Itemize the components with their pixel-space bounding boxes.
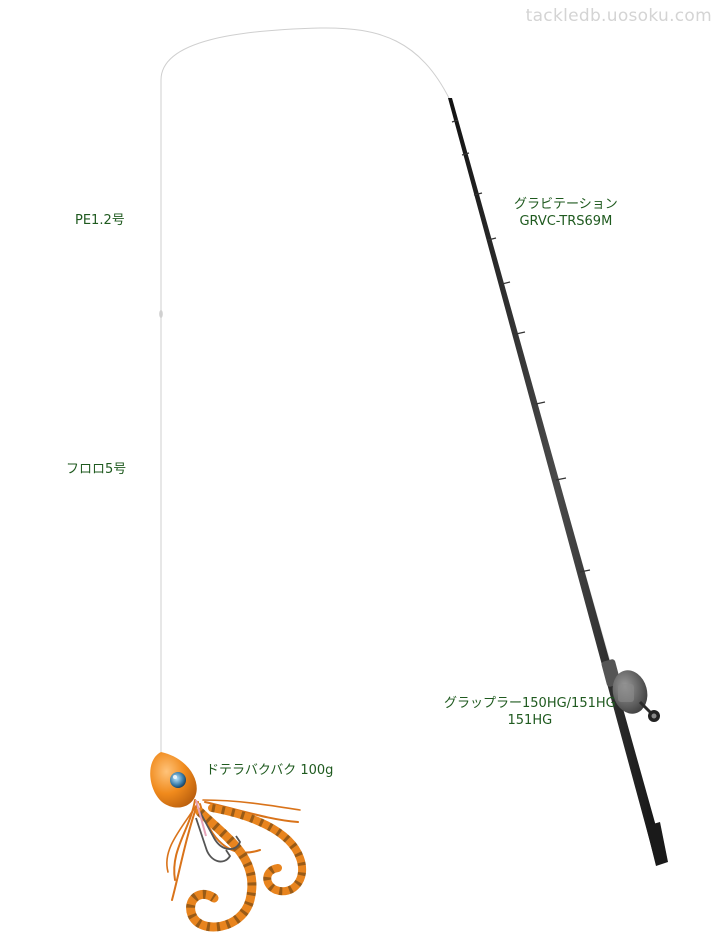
hook-icon [195, 811, 242, 863]
line-knot-icon [159, 310, 163, 318]
tai-rubber-jig-icon [150, 752, 306, 932]
reel-label: グラップラー150HG/151HG 151HG [444, 695, 616, 729]
watermark: tackledb.uosoku.com [525, 6, 712, 26]
baitcast-reel-icon [612, 670, 660, 722]
reel-gear: 151HG [507, 713, 553, 728]
lure-label: ドテラバクバク 100g [206, 763, 334, 778]
rod-label: グラビテーション GRVC-TRS69M [514, 196, 618, 230]
rod-model: GRVC-TRS69M [519, 214, 613, 229]
leader-label: フロロ5号 [66, 462, 127, 477]
rod-guides [451, 119, 591, 573]
main-line-path [160, 27, 451, 752]
fishing-line [159, 27, 613, 752]
rod-series: グラビテーション [514, 197, 618, 212]
reel-model: グラップラー150HG/151HG [444, 696, 616, 711]
main-line-label: PE1.2号 [75, 213, 125, 228]
fishing-rod-icon [448, 98, 668, 866]
